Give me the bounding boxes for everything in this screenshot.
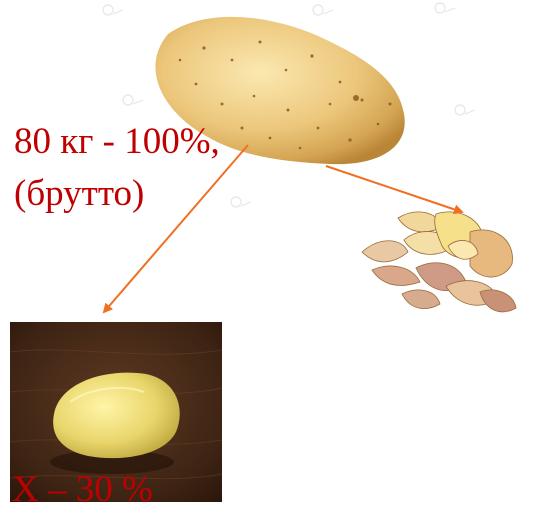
arrow-to-peeled-potato [104,145,248,312]
net-percent-label: X – 30 % [12,468,153,512]
gross-weight-label: 80 кг - 100%, [14,120,220,164]
gross-caption-label: (брутто) [14,172,144,216]
arrow-to-peels [326,166,462,212]
